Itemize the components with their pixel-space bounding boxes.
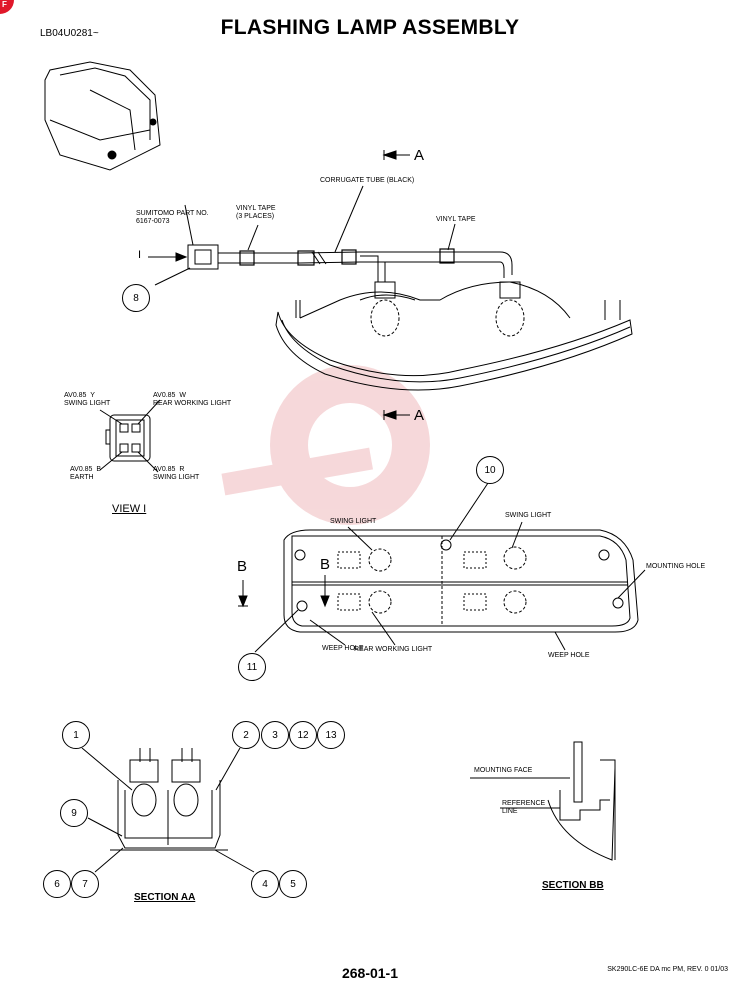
section-aa-caption: SECTION AA [134,892,196,903]
sumitomo-label: SUMITOMO PART NO. 6167-0073 [136,210,209,225]
callout-bubble: 12 [289,721,317,749]
vinyl-tape-3-label: VINYL TAPE (3 PLACES) [236,205,276,220]
swing-light-label-1: SWING LIGHT [330,518,377,525]
machine-icon [44,61,161,171]
mounting-hole-label: MOUNTING HOLE [646,563,706,570]
rear-working-light-label: REAR WORKING LIGHT [354,646,433,653]
view-i-marker: I [138,249,142,261]
callout-bubble: 9 [60,799,88,827]
callout-bubble: 4 [251,870,279,898]
callout-bubble: 5 [279,870,307,898]
section-a-marker-lower: A [414,407,425,424]
callout-bubble: 3 [261,721,289,749]
view-i-caption: VIEW I [112,503,147,515]
section-b-marker-left: B [237,558,248,575]
swing-light-label-2: SWING LIGHT [505,512,552,519]
section-aa-drawing [110,748,228,851]
weep-hole-label-2: WEEP HOLE [548,652,590,659]
watermark-logo [221,365,430,525]
document-code: LB04U0281~ [40,28,99,39]
lamp-front-view [283,529,639,633]
harness [187,244,513,282]
callout-bubble: 11 [238,653,266,681]
weep-hole-label-1: WEEP HOLE [322,645,364,652]
section-a-marker: A [414,147,425,164]
lamp-side-view [275,281,633,391]
wire-w-label: AV0.85 W REAR WORKING LIGHT [153,392,232,407]
view-i-connector [99,399,161,473]
callout-bubble: 8 [122,284,150,312]
wire-y-label: AV0.85 Y SWING LIGHT [64,392,111,407]
callout-bubble: 10 [476,456,504,484]
callout-bubble: 2 [232,721,260,749]
wire-b-label: AV0.85 B EARTH [70,466,102,481]
callout-bubble: 1 [62,721,90,749]
callout-bubble: 7 [71,870,99,898]
mounting-face-label: MOUNTING FACE [474,767,533,774]
corrugate-tube-label: CORRUGATE TUBE (BLACK) [320,177,415,184]
section-bb-drawing [470,741,616,861]
section-b-marker-mid: B [320,556,331,573]
callout-bubble: 13 [317,721,345,749]
page-title: FLASHING LAMP ASSEMBLY [220,16,520,39]
callout-bubble: 6 [43,870,71,898]
vinyl-tape-label: VINYL TAPE [436,216,476,223]
section-bb-caption: SECTION BB [542,880,604,891]
revision-info: SK290LC-6E DA mc PM, REV. 0 01/03 [607,966,728,973]
wire-r-label: AV0.85 R SWING LIGHT [153,466,200,481]
page-number: 268-01-1 [341,965,399,981]
reference-line-label: REFERENCE LINE [502,800,546,815]
